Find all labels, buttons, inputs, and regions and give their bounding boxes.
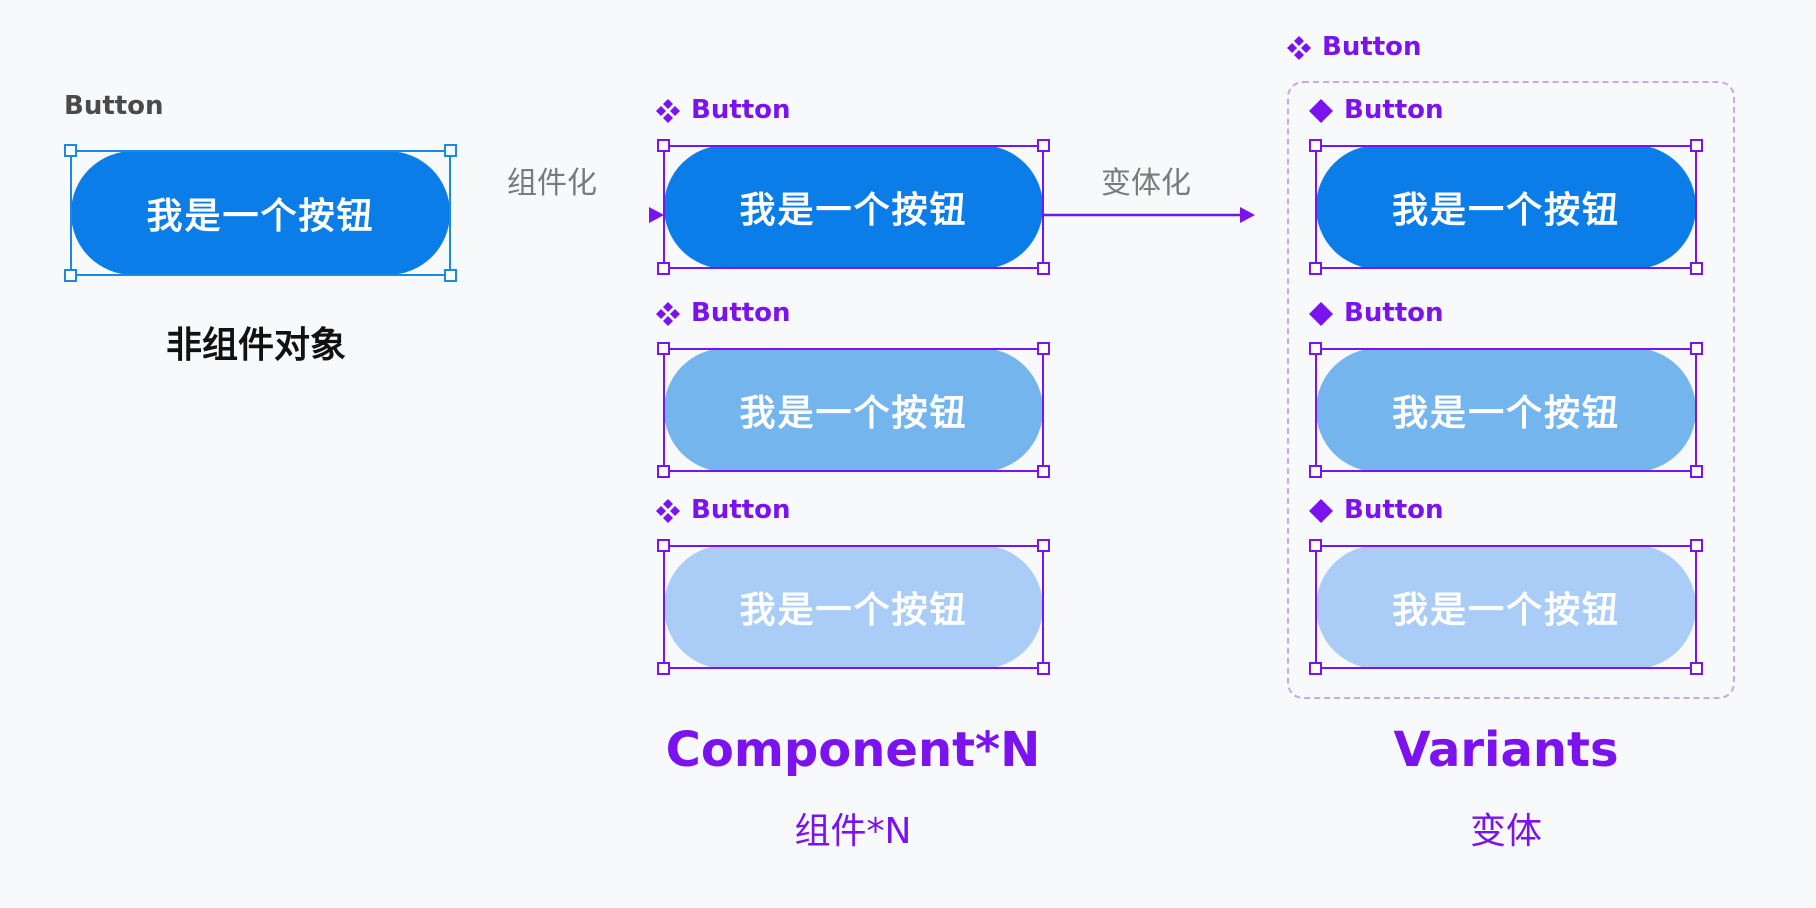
variant-frame[interactable] xyxy=(1309,139,1703,275)
variant-label[interactable]: Button xyxy=(1308,95,1444,125)
variants-title: Variants xyxy=(1393,722,1619,778)
resize-handle[interactable] xyxy=(1309,662,1322,675)
variants-container[interactable] xyxy=(1287,81,1735,699)
component-label[interactable]: Button xyxy=(655,495,791,525)
variant-button[interactable]: 我是一个按钮 xyxy=(1316,545,1696,669)
resize-handle[interactable] xyxy=(657,662,670,675)
resize-handle[interactable] xyxy=(1690,539,1703,552)
resize-handle[interactable] xyxy=(1037,539,1050,552)
component-button[interactable]: 我是一个按钮 xyxy=(664,145,1043,269)
plain-caption: 非组件对象 xyxy=(166,325,347,366)
resize-handle[interactable] xyxy=(1037,662,1050,675)
resize-handle[interactable] xyxy=(444,269,457,282)
component-frame[interactable] xyxy=(657,342,1050,478)
component-icon xyxy=(656,301,680,326)
componentize-arrow xyxy=(451,207,664,223)
resize-handle[interactable] xyxy=(1037,262,1050,275)
component-set-label[interactable]: Button xyxy=(1286,32,1422,62)
resize-handle[interactable] xyxy=(1309,262,1322,275)
resize-handle[interactable] xyxy=(1037,139,1050,152)
resize-handle[interactable] xyxy=(657,539,670,552)
resize-handle[interactable] xyxy=(1037,342,1050,355)
variant-frame[interactable] xyxy=(1309,539,1703,675)
resize-handle[interactable] xyxy=(1690,342,1703,355)
resize-handle[interactable] xyxy=(657,342,670,355)
resize-handle[interactable] xyxy=(1690,262,1703,275)
resize-handle[interactable] xyxy=(444,144,457,157)
componentize-label: 组件化 xyxy=(507,166,597,201)
component-frame[interactable] xyxy=(657,139,1050,275)
component-button[interactable]: 我是一个按钮 xyxy=(664,348,1043,472)
resize-handle[interactable] xyxy=(1309,342,1322,355)
variant-frame[interactable] xyxy=(1309,342,1703,478)
variantize-label: 变体化 xyxy=(1101,166,1191,201)
resize-handle[interactable] xyxy=(1309,139,1322,152)
component-label-text: Button xyxy=(691,95,791,125)
component-label-text: Button xyxy=(691,495,791,525)
resize-handle[interactable] xyxy=(64,269,77,282)
components-title: Component*N xyxy=(665,722,1041,778)
component-button[interactable]: 我是一个按钮 xyxy=(664,545,1043,669)
resize-handle[interactable] xyxy=(1037,465,1050,478)
variants-subtitle: 变体 xyxy=(1469,811,1542,852)
variant-label-text: Button xyxy=(1344,298,1444,328)
variant-icon xyxy=(1309,98,1333,123)
component-frame[interactable] xyxy=(657,539,1050,675)
resize-handle[interactable] xyxy=(1309,465,1322,478)
variant-button[interactable]: 我是一个按钮 xyxy=(1316,145,1696,269)
variant-button[interactable]: 我是一个按钮 xyxy=(1316,348,1696,472)
component-icon xyxy=(656,498,680,523)
resize-handle[interactable] xyxy=(657,465,670,478)
component-label[interactable]: Button xyxy=(655,95,791,125)
resize-handle[interactable] xyxy=(1690,465,1703,478)
variant-icon xyxy=(1309,498,1333,523)
resize-handle[interactable] xyxy=(657,139,670,152)
resize-handle[interactable] xyxy=(1309,539,1322,552)
component-label[interactable]: Button xyxy=(655,298,791,328)
component-icon xyxy=(656,98,680,123)
resize-handle[interactable] xyxy=(1690,662,1703,675)
plain-layer-label[interactable]: Button xyxy=(64,91,164,121)
variant-label-text: Button xyxy=(1344,95,1444,125)
variantize-arrow xyxy=(1043,207,1255,223)
components-subtitle: 组件*N xyxy=(794,811,912,852)
resize-handle[interactable] xyxy=(64,144,77,157)
selection-frame[interactable] xyxy=(64,144,457,282)
component-set-icon xyxy=(1287,35,1311,60)
component-set-label-text: Button xyxy=(1322,32,1422,62)
variant-label[interactable]: Button xyxy=(1308,298,1444,328)
plain-button[interactable]: 我是一个按钮 xyxy=(71,151,450,275)
variant-label-text: Button xyxy=(1344,495,1444,525)
variant-icon xyxy=(1309,301,1333,326)
resize-handle[interactable] xyxy=(1690,139,1703,152)
variant-label[interactable]: Button xyxy=(1308,495,1444,525)
resize-handle[interactable] xyxy=(657,262,670,275)
component-label-text: Button xyxy=(691,298,791,328)
